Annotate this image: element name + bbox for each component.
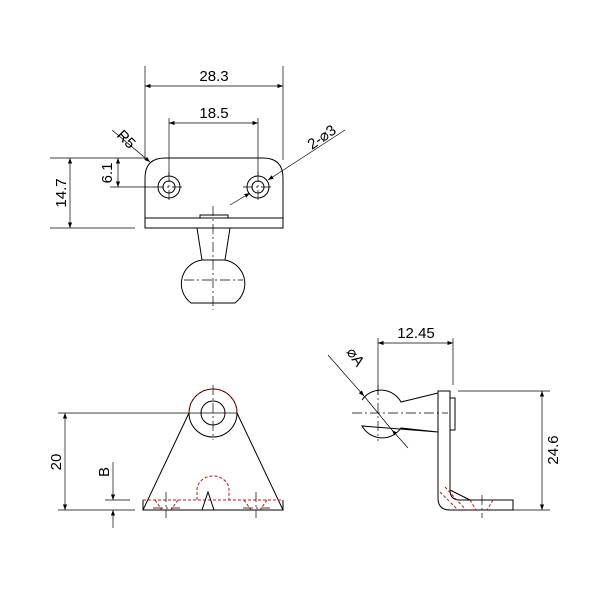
dim-ball-offset: 12.45: [397, 325, 435, 342]
plate-outline: [144, 157, 284, 229]
dim-height: 14.7: [53, 178, 70, 207]
ball-stud: [180, 259, 246, 304]
dim-width: 28.3: [199, 68, 228, 85]
dim-total-height: 24.6: [545, 435, 562, 464]
front-view: 20 B: [48, 385, 284, 528]
ball-stud-side: [361, 389, 439, 439]
top-view: 28.3 18.5 14.7 6.1 R5 2-⌀3: [50, 66, 346, 310]
dim-hole-spacing: 18.5: [199, 105, 228, 122]
dim-corner-radius: R5: [113, 127, 139, 153]
dim-thickness: B: [96, 467, 113, 477]
bracket-outline: [142, 412, 284, 511]
dim-ball-diameter: ⌀A: [343, 345, 368, 370]
bracket-profile: [437, 390, 514, 511]
dim-hole-offset: 6.1: [99, 163, 116, 184]
dim-hole-callout: 2-⌀3: [305, 122, 340, 154]
dim-front-height: 20: [48, 454, 65, 471]
ball-stem: [196, 227, 231, 261]
side-view: 12.45 24.6 ⌀A: [327, 325, 562, 518]
